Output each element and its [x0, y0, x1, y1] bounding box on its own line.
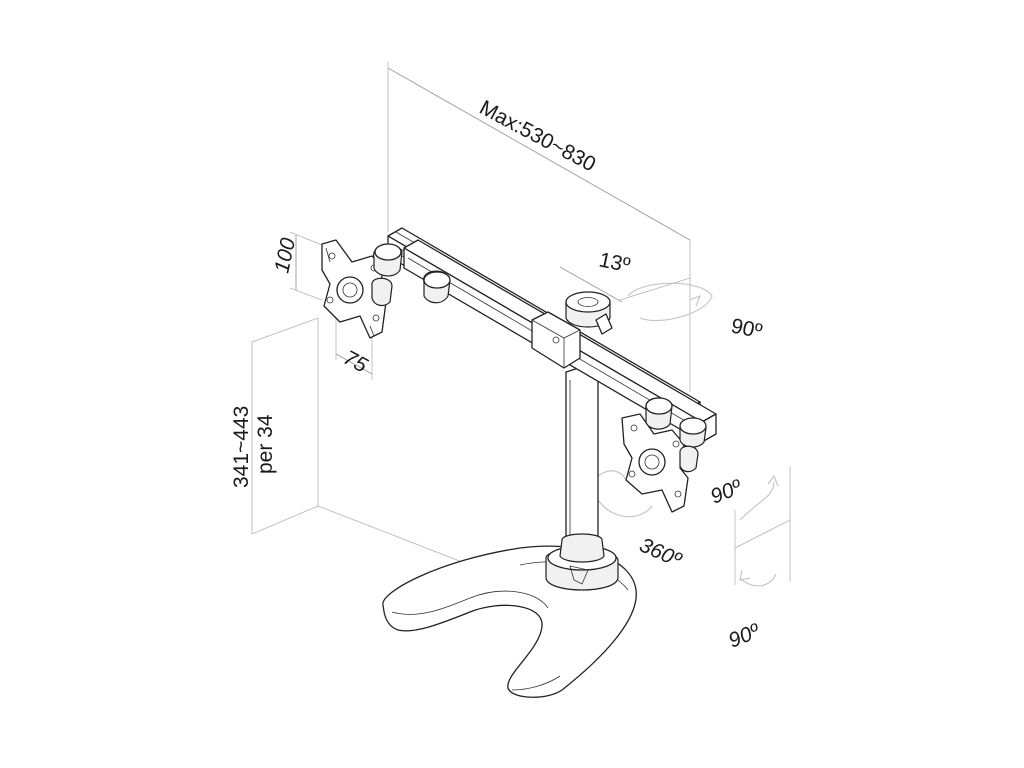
label-swivel-90-right: 90º: [729, 314, 764, 343]
label-max-width: Max:530~830: [476, 96, 600, 176]
label-tilt-13: 13º: [597, 248, 632, 277]
crossbar: [387, 227, 717, 443]
left-vesa-plate: [321, 239, 451, 339]
dimension-guides: [251, 62, 791, 601]
label-rotation-90: 90º: [707, 475, 746, 508]
right-vesa-plate: [621, 397, 707, 513]
label-height-range: 341~443: [230, 406, 253, 488]
stand-base: [382, 545, 637, 698]
label-height-step: per 34: [254, 414, 277, 474]
label-base-360: 360º: [636, 534, 686, 573]
stand-pole: [559, 361, 605, 563]
label-pivot-90: 90º: [725, 619, 764, 652]
label-vesa-75: 75: [340, 346, 372, 377]
